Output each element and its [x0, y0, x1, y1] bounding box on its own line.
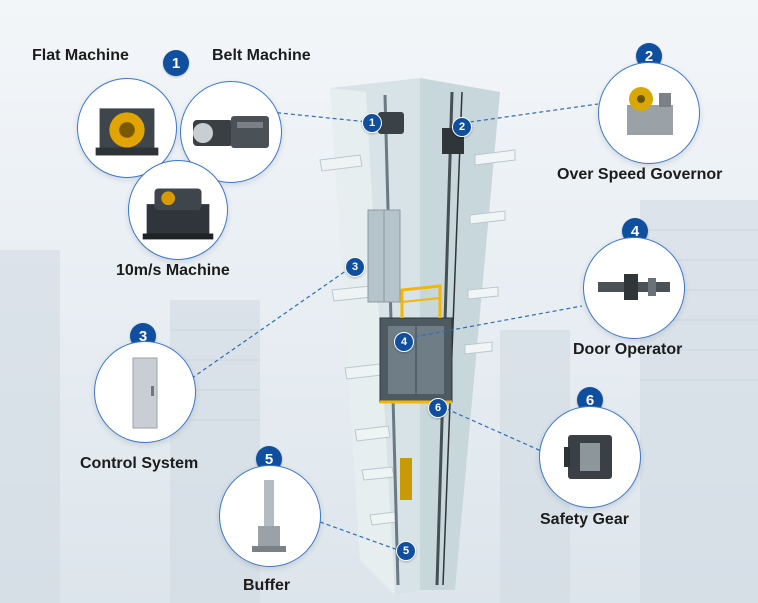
governor-circle[interactable] — [598, 62, 700, 164]
control-system-label: Control System — [80, 455, 199, 472]
door-operator-circle[interactable] — [583, 237, 685, 339]
car-top-frame — [400, 284, 442, 318]
governor-label: Over Speed Governor — [557, 166, 723, 183]
belt-machine-icon — [193, 116, 269, 148]
control-system-circle[interactable] — [94, 341, 196, 443]
door-operator-label: Door Operator — [573, 341, 683, 358]
safety-gear-label: Safety Gear — [540, 511, 629, 528]
high-speed-machine-label: 10m/s Machine — [116, 262, 230, 279]
belt-machine-label: Belt Machine — [212, 47, 311, 64]
flat-machine-icon — [95, 108, 159, 156]
shaft-badge-1[interactable]: 1 — [362, 113, 382, 133]
safety-gear-circle[interactable] — [539, 406, 641, 508]
safety-gear-icon — [564, 435, 612, 479]
high-speed-machine-icon — [142, 188, 214, 240]
leader-lines — [191, 103, 599, 551]
badge-1: 1 — [163, 50, 189, 76]
counterweight — [400, 458, 412, 500]
control-cabinet-icon — [132, 357, 158, 429]
shaft-badge-3[interactable]: 3 — [345, 257, 365, 277]
buffer-circle[interactable] — [219, 465, 321, 567]
shaft-badge-4[interactable]: 4 — [394, 332, 414, 352]
shaft-badge-5[interactable]: 5 — [396, 541, 416, 561]
shaft-badge-2[interactable]: 2 — [452, 117, 472, 137]
buffer-label: Buffer — [243, 577, 291, 594]
governor-icon — [627, 87, 673, 135]
door-operator-icon — [598, 274, 670, 300]
high-speed-machine-circle[interactable] — [128, 160, 228, 260]
flat-machine-circle[interactable] — [77, 78, 177, 178]
buffer-icon — [252, 480, 286, 552]
right-brackets — [464, 149, 516, 355]
traction-machine — [378, 112, 404, 134]
shaft-badge-6[interactable]: 6 — [428, 398, 448, 418]
flat-machine-label: Flat Machine — [32, 47, 129, 64]
